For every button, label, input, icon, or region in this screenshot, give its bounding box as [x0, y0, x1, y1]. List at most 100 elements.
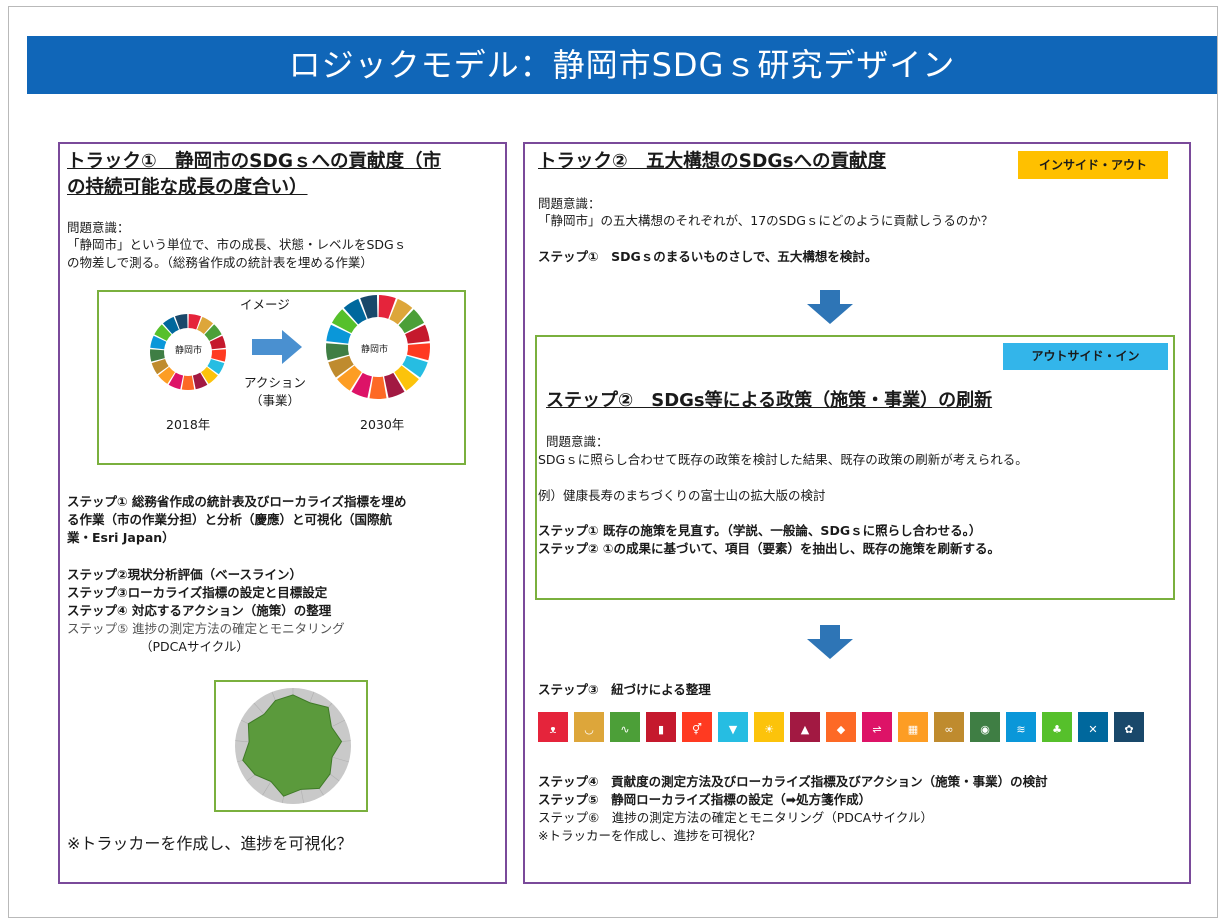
year-right: 2030年 — [360, 417, 405, 432]
slide-frame — [8, 6, 1218, 918]
sdg-tile-glyph: ☀ — [764, 723, 774, 736]
track2-issue-line: 「静岡市」の五大構想のそれぞれが、17のSDGｓにどのように貢献しうるのか？ — [538, 213, 994, 228]
track1-step1-line3: 業・Esri Japan） — [67, 530, 175, 545]
sdg-tile-glyph: ≋ — [1016, 723, 1026, 736]
sdg-tile-glyph: ▦ — [907, 723, 919, 736]
sdg-tile-glyph: ◆ — [836, 723, 846, 736]
sdg-ring-segment — [326, 343, 349, 361]
title-bar: ロジックモデル：静岡市SDGｓ研究デザイン — [27, 36, 1217, 94]
sdg-tile-glyph: ▼ — [728, 723, 738, 736]
track1-panel — [58, 142, 507, 884]
sdg-ring-segment — [394, 365, 419, 391]
track2-step4: ステップ④ 貢献度の測定方法及びローカライズ指標及びアクション（施策・事業）の検… — [538, 774, 1048, 789]
growth-chart-icon: ▲ — [790, 712, 820, 742]
sdg-ring-segment — [197, 316, 214, 334]
sdg-ring-segment — [188, 314, 202, 330]
sdg-ring-segment — [402, 355, 428, 378]
radar-chart-box — [214, 680, 368, 812]
sdg-ring-segment — [201, 366, 218, 384]
ring-label-right: 静岡市 — [361, 345, 389, 355]
track1-tracker-note: ※トラッカーを作成し、進捗を可視化？ — [67, 834, 353, 853]
heartbeat-icon: ∿ — [610, 712, 640, 742]
sdg-ring-segment — [150, 349, 165, 362]
sdg-ring-segment — [192, 372, 208, 390]
down-arrow-icon — [807, 290, 853, 324]
sdg-ring-segment — [331, 309, 358, 334]
sdg-tile-glyph: ⚥ — [692, 723, 702, 736]
sdg-ring-segment — [369, 376, 387, 399]
equality-icon: ⇌ — [862, 712, 892, 742]
sdg-ring-segment — [168, 372, 184, 390]
track1-issue-line2: の物差しで測る。（総務省作成の統計表を埋める作業） — [67, 255, 373, 270]
sdg-tile-glyph: ∿ — [620, 723, 630, 736]
sdg-ring-large-icon — [326, 295, 430, 399]
sdg-ring-segment — [211, 349, 226, 362]
sdg-tile-glyph: ⇌ — [872, 723, 882, 736]
sdg-tile-glyph: ▮ — [657, 723, 665, 736]
sdg-ring-segment — [328, 355, 354, 378]
sdg-ring-segment — [337, 365, 362, 391]
track1-step5: ステップ⑤ 進捗の測定方法の確定とモニタリング — [67, 621, 345, 636]
sdg-ring-segment — [162, 316, 179, 334]
fish-icon: ≋ — [1006, 712, 1036, 742]
water-drop-icon: ▼ — [718, 712, 748, 742]
sdg-ring-segment — [343, 298, 367, 325]
step2-issue-line: SDGｓに照らし合わせて既存の政策を検討した結果、既存の政策の刷新が考えられる。 — [538, 452, 1028, 467]
track2-step3: ステップ③ 紐づけによる整理 — [538, 682, 711, 697]
outside-in-badge: アウトサイド・イン — [1003, 343, 1168, 370]
track1-issue-label: 問題意識： — [67, 220, 130, 235]
sdg-ring-segment — [207, 359, 225, 375]
sdg-tile-glyph: ◡ — [584, 723, 594, 736]
sdg-ring-segment — [158, 366, 175, 384]
track2-step1: ステップ① SDGｓのまるいものさしで、五大構想を検討。 — [538, 249, 878, 264]
action-line2: （事業） — [250, 393, 301, 408]
track1-step5-sub: （PDCAサイクル） — [140, 639, 249, 654]
sdg-ring-segment — [378, 295, 396, 319]
sdg-ring-segment — [209, 335, 226, 350]
step2-example: 例）健康長寿のまちづくりの富士山の拡大版の検討 — [538, 488, 826, 503]
sdg-radar-chart — [235, 688, 351, 804]
track2-title: トラック② 五大構想のSDGsへの貢献度 — [538, 151, 887, 172]
track2-panel — [523, 142, 1191, 884]
tree-icon: ♣ — [1042, 712, 1072, 742]
image-caption: イメージ — [240, 297, 290, 312]
sdg-ring-segment — [398, 309, 425, 334]
sdg-tile-glyph: ∞ — [944, 723, 954, 736]
sdg-tile-glyph: ♣ — [1052, 723, 1062, 736]
step2-sub-step1: ステップ① 既存の施策を見直す。（学説、一般論、SDGｓに照らし合わせる。） — [538, 523, 982, 538]
growth-image-box — [97, 290, 466, 465]
track2-tracker-note: ※トラッカーを作成し、進捗を可視化？ — [538, 828, 761, 843]
track1-step3: ステップ③ローカライズ指標の設定と目標設定 — [67, 585, 328, 600]
cubes-icon: ◆ — [826, 712, 856, 742]
gender-icon: ⚥ — [682, 712, 712, 742]
sdg-tile-glyph: ▲ — [800, 723, 810, 736]
ring-label-left: 静岡市 — [175, 346, 203, 356]
track2-issue-label: 問題意識： — [538, 196, 601, 211]
track1-issue-line1: 「静岡市」という単位で、市の成長、状態・レベルをSDGｓ — [67, 237, 407, 252]
step2-title: ステップ② SDGs等による政策（施策・事業）の刷新 — [546, 390, 993, 411]
sun-icon: ☀ — [754, 712, 784, 742]
sdg-ring-segment — [181, 375, 195, 390]
sdg-tile-glyph: ✿ — [1124, 723, 1134, 736]
sdg-ring-segment — [150, 335, 167, 350]
down-arrow-icon — [807, 625, 853, 659]
outside-in-box — [535, 335, 1175, 600]
right-arrow-icon — [252, 330, 302, 364]
buildings-icon: ▦ — [898, 712, 928, 742]
step2-issue-label: 問題意識： — [546, 434, 609, 449]
sdg-tile-glyph: ✕ — [1088, 723, 1098, 736]
sdg-ring-segment — [407, 343, 430, 361]
sdg-ring-segment — [389, 298, 413, 325]
sdg-ring-small-icon — [150, 314, 226, 390]
track1-title-line2: の持続可能な成長の度合い） — [67, 177, 308, 198]
track1-step2: ステップ②現状分析評価（ベースライン） — [67, 567, 302, 582]
sdg-ring-segment — [151, 359, 169, 375]
infinity-icon: ∞ — [934, 712, 964, 742]
track2-step5: ステップ⑤ 静岡ローカライズ指標の設定（➡処方箋作成） — [538, 792, 872, 807]
slide-title: ロジックモデル：静岡市SDGｓ研究デザイン — [288, 46, 956, 84]
sdg-ring-segment — [174, 314, 188, 330]
track1-title-line1: トラック① 静岡市のSDGｓへの貢献度（市 — [67, 151, 442, 172]
sdg-ring-segment — [326, 324, 351, 344]
track1-step1-line1: ステップ① 総務省作成の統計表及びローカライズ指標を埋め — [67, 494, 407, 509]
sdg-ring-segment — [351, 372, 372, 398]
